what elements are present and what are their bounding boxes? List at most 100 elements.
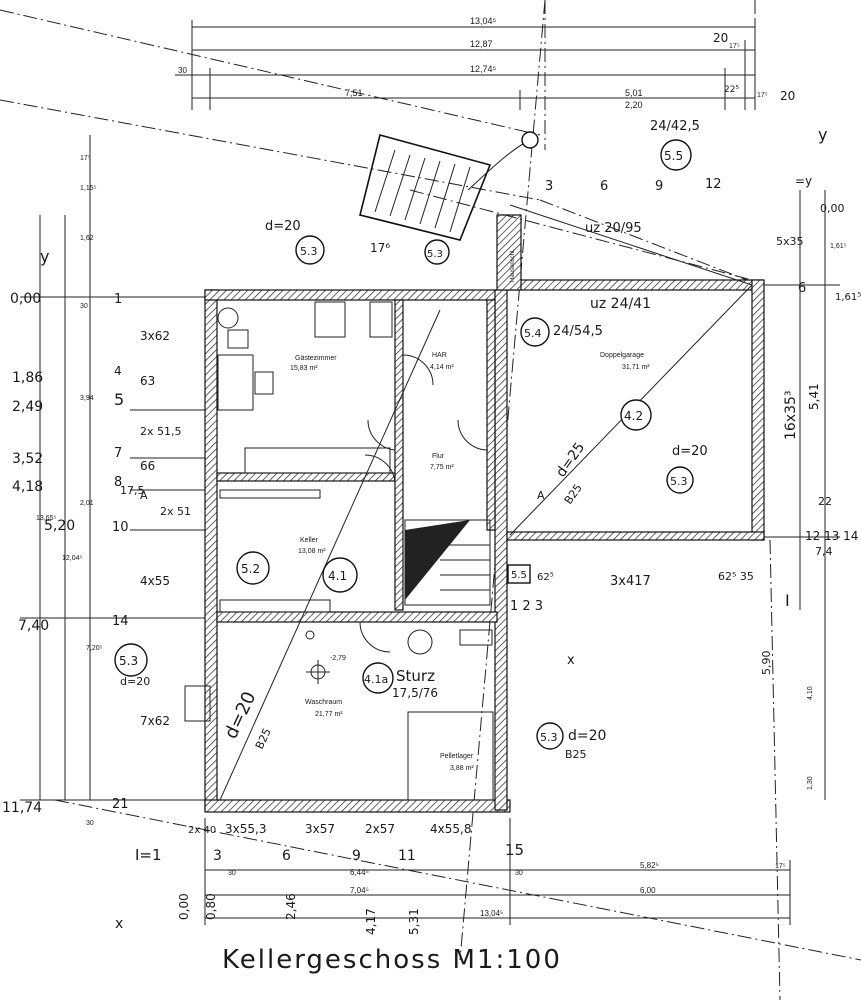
right-level-410: 4,10 [807,686,814,700]
left-axis-7: 7 [114,446,122,461]
bottom-dim-7: 13,04⁵ [480,909,503,918]
left-level-6: 7,40 [18,618,49,634]
room-waschraum-name: Waschraum [305,699,342,706]
dim-top-7: 20 [713,31,728,45]
bottom-vert-3: 4,17 [364,908,378,935]
pos-5-3-c: 5.3 [670,475,688,488]
dim-top-6: 2,20 [625,100,643,110]
left-level-5: 5,20 [44,518,75,534]
right-level-541: 5,41 [807,383,821,410]
b25-right: B25 [565,748,587,761]
room-waschraum-area: 21,77 m² [315,711,343,718]
level-mark: -2,79 [330,655,346,662]
pos-5-5-b: 5.5 [511,570,527,581]
top-axis-12: 12 [705,177,722,192]
bottom-dim-3: 5,82⁵ [640,861,659,870]
left-printed-7: 12,04⁵ [62,555,83,562]
bottom-axis-15: 15 [505,841,524,859]
left-printed-0: 1,15⁵ [80,185,97,192]
bottom-axis-11: 11 [398,848,416,864]
axes-mid: 1 2 3 [510,599,543,614]
left-printed-4: 3,94 [80,395,94,402]
room-doppelgarage-area: 31,71 m² [622,364,650,371]
bottom-vert-1: 0,80 [204,893,218,920]
right-level-1: 1,61⁵ [830,243,847,250]
room-doppelgarage-name: Doppelgarage [600,352,644,359]
room-har-area: 4,14 m² [430,364,454,371]
room-gaestezimmer-name: Gästezimmer [295,355,337,362]
pos-5-2: 5.2 [241,562,260,576]
hausanschluss-label: Hausanschl. [510,249,516,282]
bottom-spacing-4: 4x55,8 [430,822,471,836]
left-axis-4: 4 [114,364,122,378]
x-mark-bottom: x [115,916,123,932]
dim-top-total: 13,04⁵ [470,16,497,26]
pos-4-1a: 4.1a [364,673,388,686]
pos-5-3-a: 5.3 [300,245,318,258]
b25-wasch: B25 [253,726,274,751]
room-keller-name: Keller [300,537,319,544]
har-number: 6 [0,0,1,1]
room-flur-area: 7,75 m² [430,464,454,471]
dim-top-4: 7,51 [345,88,363,98]
left-printed-5: 2,01 [80,500,94,507]
sturz: Sturz [396,667,435,685]
left-printed-3: 30 [80,303,88,310]
uz-20-95: uz 20/95 [585,221,642,236]
left-axis-21: 21 [112,797,129,812]
d20-right: d=20 [568,728,606,744]
right-level-0: 0,00 [820,202,845,215]
bottom-axis-6: 6 [282,848,291,864]
left-level-0: 0,00 [10,291,41,307]
room-pelletlager-area: 3,88 m² [450,765,474,772]
left-axis-5: 5 [114,390,124,409]
left-spacing-6: 4x55 [140,574,170,588]
right-level-2: 1,61⁵ [835,292,861,303]
pos-5-3-b: 5.3 [427,249,443,260]
section-a-left: A [140,489,148,502]
pos-4-1: 4.1 [328,569,347,583]
dim-top-2: 12,87 [470,39,493,49]
r-24-54-5: 24/54,5 [553,324,603,339]
bottom-dim-6: 6,00 [640,886,656,895]
bottom-dimensions: 30 6,44⁵ 30 5,82⁵ 17⁵ 7,04⁵ 6,00 13,04⁵ … [135,818,791,935]
plan-title: Kellergeschoss M1:100 [222,945,562,975]
left-spacing-5: 2x 51 [160,505,191,518]
dim-top-3: 12,74⁵ [470,64,497,74]
right-axis-I: I [785,591,790,610]
right-level-590: 5,90 [760,651,773,676]
left-printed-2: 17⁵ [80,155,91,162]
left-level-1: 1,86 [12,370,43,386]
r-24-42-5: 24/42,5 [650,119,700,134]
right-5x35: 5x35 [776,235,804,248]
left-printed-9: 30 [86,820,94,827]
left-spacing-2: 2x 51,5 [140,425,182,438]
right-axis-6: 6 [798,281,806,296]
x-mark-mid: x [567,653,575,668]
left-level-4: 4,18 [12,479,43,495]
bottom-dim-0: 30 [228,870,236,877]
left-axis-8: 8 [114,475,122,490]
room-har-name: HAR [432,352,447,359]
room-keller-area: 13,08 m² [298,548,326,555]
left-axis-1: 1 [114,292,122,307]
left-printed-1: 1,62 [80,235,94,242]
position-markers: 5.3 5.3 5.4 5.5 4.2 5.3 5.2 4.1 5.3 4.1a… [114,139,694,750]
dim-top-10: 22⁵ [724,85,739,95]
pos-5-5-a: 5.5 [664,149,683,163]
bottom-spacing-1: 3x55,3 [225,822,266,836]
right-dimensions: y =y 0,00 1,61⁵ 5x35 6 1,61⁵ 16x35³ 5,41… [760,125,861,800]
left-dimensions: y 0,00 1,86 2,49 3,52 4,18 5,20 7,40 11,… [2,135,205,827]
left-printed-8: 7,20⁵ [86,645,103,652]
left-spacing-7: 7x62 [140,714,170,728]
pos-5-3-e: 5.3 [540,731,558,744]
d20-garage: d=20 [672,444,708,459]
right-16x35: 16x35³ [783,390,799,440]
room-labels: Gästezimmer 15,83 m² HAR 4,14 m² Flur 7,… [0,0,650,772]
spacing-62-35: 62⁵ 35 [718,570,754,583]
left-spacing-0: 3x62 [140,329,170,343]
top-axis-3: 3 [545,179,553,194]
pos-4-2: 4.2 [624,409,643,423]
top-axis-6: 6 [600,179,608,194]
